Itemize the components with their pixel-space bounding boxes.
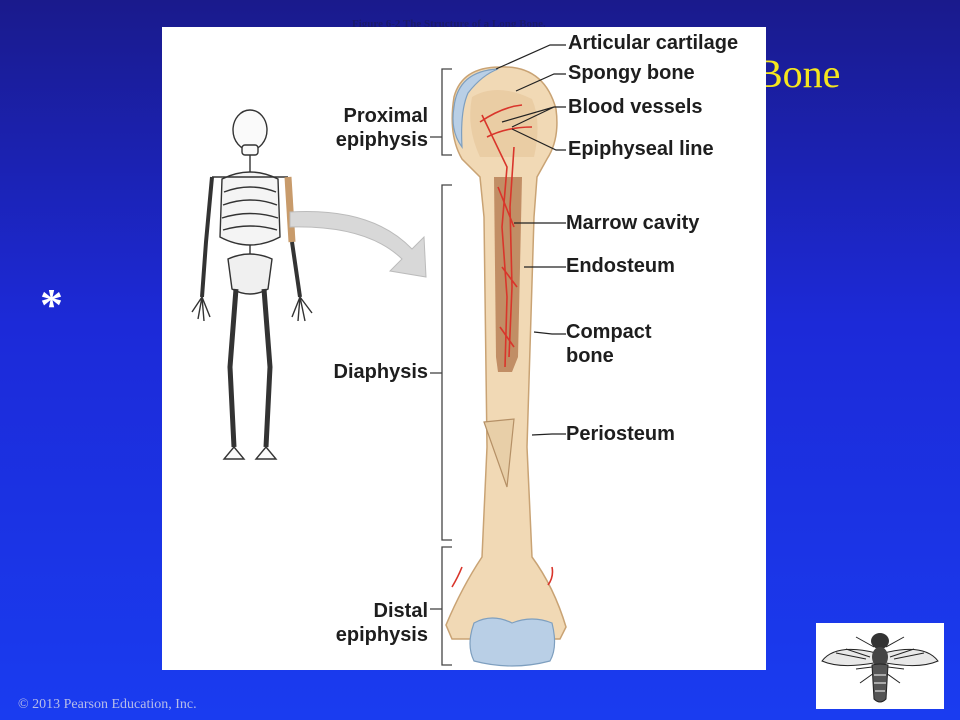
label-distal-line2: epiphysis: [335, 624, 428, 646]
label-articular-cartilage: Articular cartilage: [568, 32, 739, 54]
leader-lines: [495, 44, 566, 436]
label-spongy-bone: Spongy bone: [568, 62, 695, 84]
label-epiphyseal-line: Epiphyseal line: [568, 138, 714, 160]
arrow-to-bone: [289, 210, 427, 278]
label-diaphysis: Diaphysis: [333, 361, 428, 383]
label-marrow-cavity: Marrow cavity: [566, 212, 700, 234]
label-periosteum: Periosteum: [566, 423, 675, 445]
label-compact-bone-line1: Compact: [566, 321, 652, 343]
label-compact-bone-line2: bone: [566, 345, 614, 367]
label-proximal-line2: epiphysis: [335, 129, 428, 151]
figure-panel: Articular cartilage Spongy bone Blood ve…: [162, 27, 766, 670]
asterisk-marker: *: [40, 279, 63, 330]
skeleton-figure: [191, 109, 313, 460]
fly-icon: [821, 633, 939, 703]
label-proximal-line1: Proximal: [343, 105, 428, 127]
label-blood-vessels: Blood vessels: [568, 96, 703, 118]
region-brackets: [430, 68, 452, 666]
slide-title: Bone: [756, 51, 841, 96]
copyright-notice: © 2013 Pearson Education, Inc.: [18, 697, 197, 712]
bone-illustration: [191, 44, 567, 667]
label-endosteum: Endosteum: [566, 255, 675, 277]
long-bone: [445, 66, 567, 667]
fly-thumbnail: [816, 623, 944, 709]
label-distal-line1: Distal: [373, 600, 428, 622]
